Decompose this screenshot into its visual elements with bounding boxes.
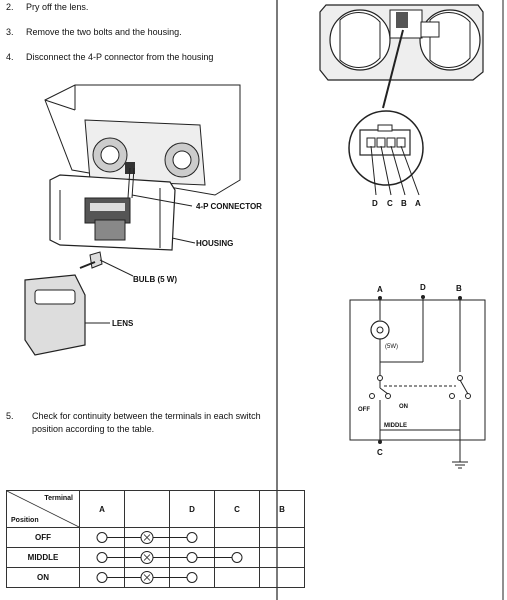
step-text: Disconnect the 4-P connector from the ho… bbox=[26, 52, 214, 62]
column-header: B bbox=[259, 490, 305, 528]
terminal-c-label: C bbox=[377, 448, 383, 457]
header-terminal-label: Terminal bbox=[44, 495, 73, 502]
column-header bbox=[124, 490, 170, 528]
step-number: 2. bbox=[6, 2, 14, 12]
column-header: C bbox=[214, 490, 260, 528]
table-row: MIDDLE bbox=[6, 547, 305, 568]
table-header-cell: Terminal Position bbox=[6, 490, 80, 528]
switch-schematic: A D B (5W) OFF ON MIDDLE C bbox=[349, 283, 486, 469]
step-4: 4. Disconnect the 4-P connector from the … bbox=[6, 52, 213, 62]
terminal-a-label: A bbox=[377, 285, 383, 294]
switch-off-label: OFF bbox=[358, 407, 370, 413]
step-2: 2. Pry off the lens. bbox=[6, 2, 88, 12]
column-header: A bbox=[79, 490, 125, 528]
pin-label-b: B bbox=[401, 199, 407, 208]
step-number: 5. bbox=[6, 411, 14, 421]
continuity-table: Terminal Position A D C B OFF MIDDLE ON bbox=[6, 490, 305, 588]
header-position-label: Position bbox=[11, 517, 39, 524]
pin-label-a: A bbox=[415, 199, 421, 208]
pin-label-c: C bbox=[387, 199, 393, 208]
step-number: 3. bbox=[6, 27, 14, 37]
row-label: MIDDLE bbox=[6, 547, 80, 568]
table-row: ON bbox=[6, 567, 305, 588]
header-diagonal bbox=[7, 491, 79, 527]
step-text: Remove the two bolts and the housing. bbox=[26, 27, 182, 37]
step-text: Check for continuity between the termina… bbox=[32, 411, 261, 434]
lens-callout: LENS bbox=[112, 319, 134, 328]
step-3: 3. Remove the two bolts and the housing. bbox=[6, 27, 182, 37]
switch-on-label: ON bbox=[399, 404, 408, 410]
terminal-d-label: D bbox=[420, 283, 426, 292]
exploded-view-illustration: 4-P CONNECTOR HOUSING BULB (5 W) LENS bbox=[24, 84, 262, 356]
connector-callout: 4-P CONNECTOR bbox=[196, 202, 262, 211]
connector-detail-diagram: D C B A bbox=[319, 4, 484, 208]
row-label: ON bbox=[6, 567, 80, 588]
row-label: OFF bbox=[6, 527, 80, 548]
table-row: OFF bbox=[6, 527, 305, 548]
bulb-callout: BULB (5 W) bbox=[133, 275, 177, 284]
terminal-b-label: B bbox=[456, 284, 462, 293]
housing-callout: HOUSING bbox=[196, 239, 233, 248]
step-number: 4. bbox=[6, 52, 14, 62]
column-header: D bbox=[169, 490, 215, 528]
bulb-rating-label: (5W) bbox=[385, 344, 398, 350]
switch-middle-label: MIDDLE bbox=[384, 423, 407, 429]
pin-label-d: D bbox=[372, 199, 378, 208]
step-text: Pry off the lens. bbox=[26, 2, 89, 12]
